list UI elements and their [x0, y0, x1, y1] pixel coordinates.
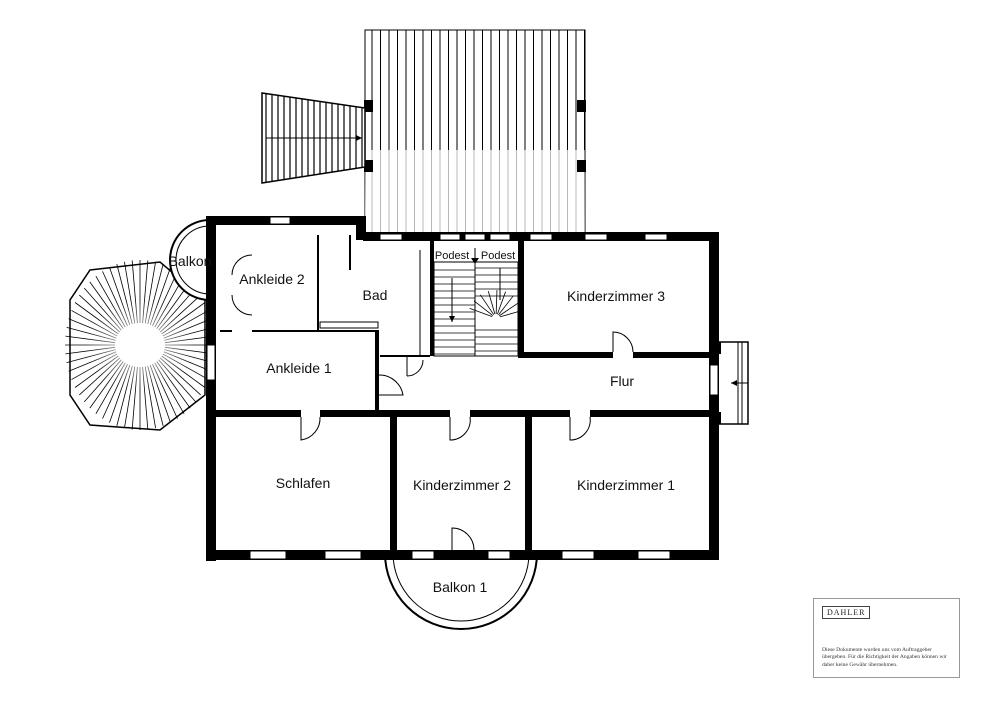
label-balkon: Balkon [169, 253, 212, 269]
label-podest-left: Podest [435, 250, 469, 262]
doors [231, 254, 634, 551]
label-ankleide-2: Ankleide 2 [239, 271, 305, 287]
disclaimer-text: Diese Dokumente wurden uns vom Auftragge… [822, 647, 947, 668]
windows [206, 216, 719, 560]
label-kinderzimmer-3: Kinderzimmer 3 [567, 288, 665, 304]
roof-terrace [364, 29, 586, 236]
label-schlafen: Schlafen [276, 475, 330, 491]
dahler-logo: DAHLER [822, 606, 871, 619]
label-kinderzimmer-2: Kinderzimmer 2 [413, 477, 511, 493]
interior-walls [206, 235, 715, 555]
room-labels: Balkon Ankleide 2 Bad Podest Podest Kind… [169, 250, 676, 595]
interior-stair [433, 248, 524, 357]
label-podest-right: Podest [481, 250, 515, 262]
label-flur: Flur [610, 373, 634, 389]
exterior-stair [261, 92, 366, 184]
balcony-small [169, 219, 211, 301]
label-balkon-1: Balkon 1 [433, 579, 488, 595]
label-ankleide-1: Ankleide 1 [266, 360, 332, 376]
label-bad: Bad [363, 287, 388, 303]
label-kinderzimmer-1: Kinderzimmer 1 [577, 477, 675, 493]
balcony-1 [384, 552, 538, 630]
legend-box: DAHLER Diese Dokumente wurden uns vom Au… [813, 598, 960, 678]
